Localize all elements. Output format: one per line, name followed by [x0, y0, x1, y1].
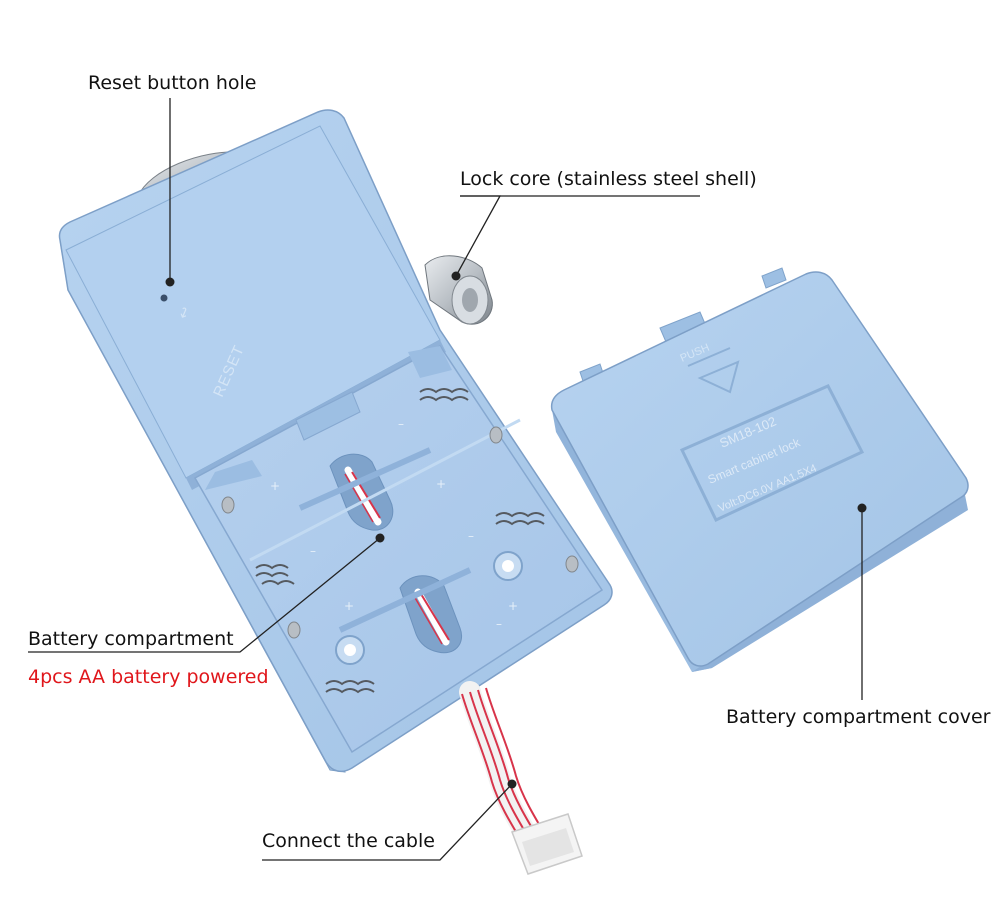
svg-text:–: – — [468, 529, 474, 543]
svg-text:+: + — [508, 599, 518, 613]
reset-hole-label: Reset button hole — [88, 72, 257, 94]
leader-lines — [28, 98, 863, 861]
svg-text:–: – — [398, 417, 404, 431]
lock-core-label: Lock core (stainless steel shell) — [460, 168, 757, 190]
svg-text:+: + — [436, 477, 446, 491]
battery-cover — [550, 267, 969, 672]
svg-text:–: – — [310, 544, 316, 558]
lock-body: + + – – + + – – — [58, 109, 613, 773]
cable-label: Connect the cable — [262, 830, 435, 852]
svg-text:+: + — [344, 599, 354, 613]
cable — [459, 681, 583, 875]
battery-compartment-label: Battery compartment — [28, 628, 234, 650]
battery-powered-label: 4pcs AA battery powered — [28, 666, 269, 688]
compartment-cover-label: Battery compartment cover — [726, 706, 991, 728]
svg-text:–: – — [496, 617, 502, 631]
svg-text:+: + — [270, 479, 280, 493]
leader-dots — [165, 271, 867, 789]
